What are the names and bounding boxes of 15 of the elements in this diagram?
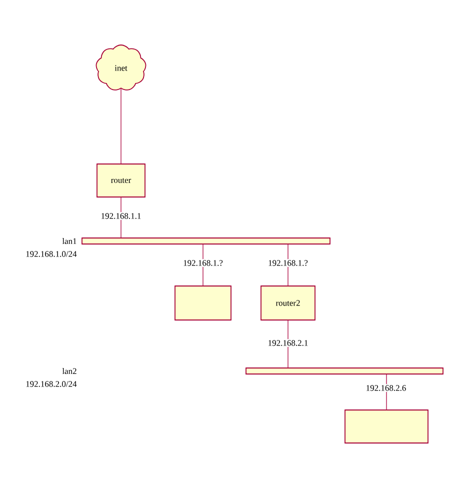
edge-label: 192.168.1.? xyxy=(267,259,309,267)
connector-line xyxy=(120,88,122,164)
edge-label: 192.168.2.6 xyxy=(364,384,408,392)
edge-label: 192.168.1.1 xyxy=(100,212,142,220)
network-label: lan2 xyxy=(62,368,76,374)
network-bar xyxy=(246,368,444,374)
device-box: router xyxy=(96,164,146,198)
edge-label: 192.168.2.1 xyxy=(266,339,310,347)
device-box: router2 xyxy=(260,286,316,320)
edge-label: 192.168.1.? xyxy=(182,259,224,267)
network-label: 192.168.2.0/24 xyxy=(26,381,77,387)
device-box xyxy=(344,410,428,444)
network-label: 192.168.1.0/24 xyxy=(26,251,77,257)
network-bar xyxy=(82,238,330,244)
device-box xyxy=(174,286,232,320)
